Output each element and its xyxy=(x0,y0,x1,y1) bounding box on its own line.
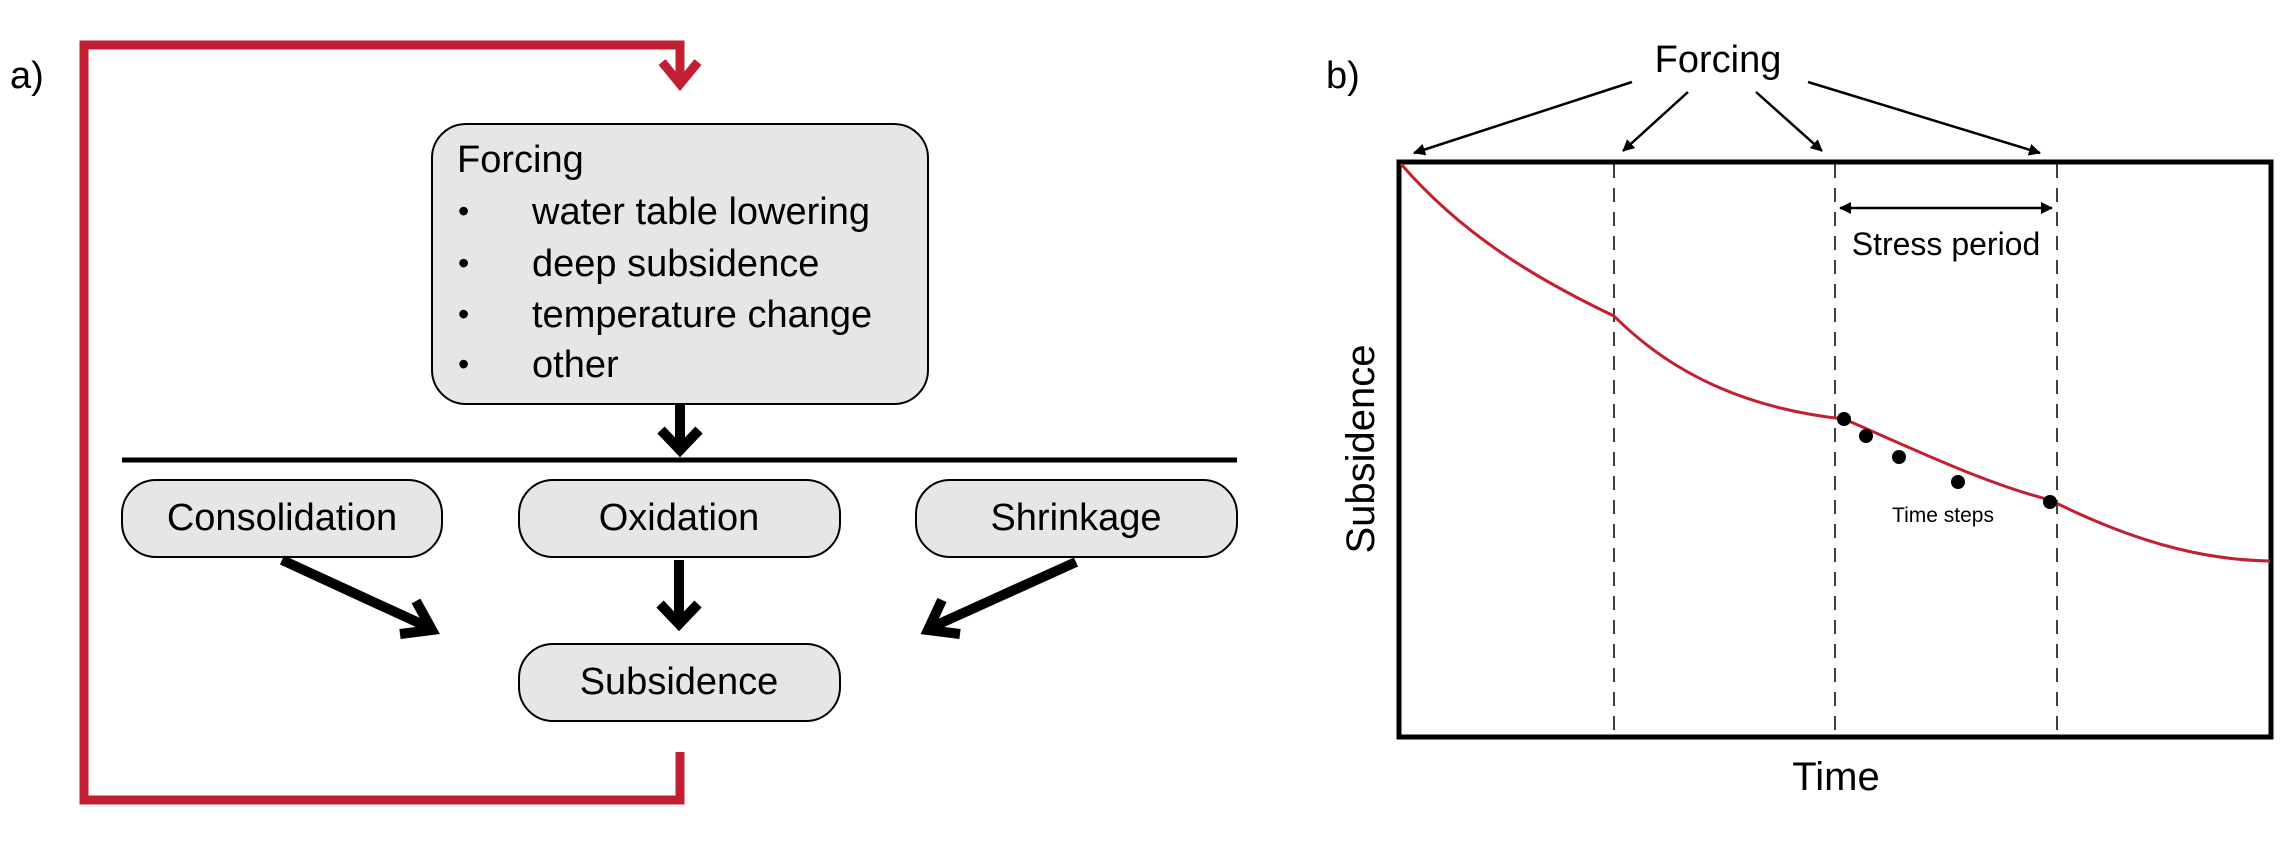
forcing-arrow-2 xyxy=(1622,91,1689,152)
process-label-shrinkage: Shrinkage xyxy=(990,497,1161,539)
process-label-oxidation: Oxidation xyxy=(599,497,760,539)
panel-b: b) Forcing Stress period xyxy=(1326,39,2274,799)
forcing-arrow-3 xyxy=(1755,91,1823,152)
forcing-list: • water table lowering • deep subsidence… xyxy=(458,191,872,386)
forcing-item-4: other xyxy=(532,344,619,386)
time-step-marker-2 xyxy=(1859,429,1873,443)
time-step-marker-1 xyxy=(1837,412,1851,426)
panel-b-label: b) xyxy=(1326,55,1360,97)
forcing-arrow-1 xyxy=(1413,80,1633,156)
subsidence-box-label: Subsidence xyxy=(580,661,779,703)
arrow-oxidation-to-subsidence xyxy=(656,560,702,632)
panel-a: a) Forcing • water table lowering • deep… xyxy=(10,40,1238,805)
arrow-shrinkage-to-subsidence xyxy=(920,557,1079,639)
subsidence-curve xyxy=(1399,163,2271,563)
time-step-markers xyxy=(1837,412,2057,509)
time-step-marker-3 xyxy=(1892,450,1906,464)
process-box-oxidation: Oxidation xyxy=(518,479,841,558)
feedback-loop-arrow xyxy=(79,40,702,805)
forcing-item-1: water table lowering xyxy=(531,191,870,233)
time-step-marker-5 xyxy=(2043,495,2057,509)
forcing-down-arrow xyxy=(657,404,703,458)
forcing-arrow-4 xyxy=(1807,80,2041,156)
process-box-consolidation: Consolidation xyxy=(121,479,443,558)
forcing-item-3: temperature change xyxy=(532,294,872,336)
forcing-label: Forcing xyxy=(1655,39,1782,81)
stress-period-label: Stress period xyxy=(1852,226,2041,262)
process-label-consolidation: Consolidation xyxy=(167,497,397,539)
forcing-item-2: deep subsidence xyxy=(532,243,819,285)
forcing-box: Forcing • water table lowering • deep su… xyxy=(431,123,929,405)
forcing-bullet-1: • xyxy=(458,193,469,229)
forcing-bullet-3: • xyxy=(458,296,469,332)
subsidence-box: Subsidence xyxy=(518,643,841,722)
y-axis-label: Subsidence xyxy=(1339,344,1383,553)
time-step-marker-4 xyxy=(1951,475,1965,489)
plot-frame xyxy=(1396,159,2274,740)
forcing-arrows xyxy=(1413,80,2041,156)
process-box-shrinkage: Shrinkage xyxy=(915,479,1238,558)
time-steps-label: Time steps xyxy=(1892,504,1994,527)
forcing-bullet-4: • xyxy=(458,346,469,382)
arrow-consolidation-to-subsidence xyxy=(279,555,440,639)
x-axis-label: Time xyxy=(1792,755,1879,799)
forcing-bullet-2: • xyxy=(458,245,469,281)
forcing-box-title: Forcing xyxy=(457,139,584,181)
panel-a-label: a) xyxy=(10,55,44,97)
